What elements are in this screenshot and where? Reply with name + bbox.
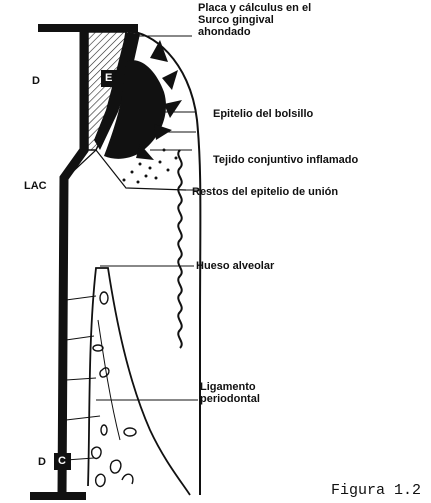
label-d-lower: D bbox=[38, 456, 46, 468]
label-hueso-alveolar: Hueso alveolar bbox=[196, 260, 274, 272]
alveolar-inner bbox=[98, 320, 120, 440]
placa-line-2: Surco gingival bbox=[198, 14, 403, 26]
junctional-epithelium-line bbox=[178, 150, 181, 348]
label-e-box: E bbox=[105, 72, 112, 84]
periodontal-ligament-fibers bbox=[66, 296, 100, 460]
figure-caption: Figura 1.2 bbox=[331, 482, 421, 499]
bottom-bar bbox=[30, 492, 86, 500]
tooth-root-line bbox=[62, 30, 84, 495]
label-lac: LAC bbox=[24, 180, 47, 192]
label-placa-calculus: Placa y cálculus en el Surco gingival ah… bbox=[198, 2, 403, 38]
label-restos-epitelio: Restos del epitelio de unión bbox=[192, 186, 338, 198]
label-ligamento-periodontal: Ligamento periodontal bbox=[200, 381, 310, 405]
ligamento-line-2: periodontal bbox=[200, 393, 310, 405]
placa-line-3: ahondado bbox=[198, 26, 403, 38]
alveolar-bone bbox=[88, 268, 190, 495]
label-epitelio-bolsillo: Epitelio del bolsillo bbox=[213, 108, 313, 120]
ligamento-line-1: Ligamento bbox=[200, 381, 310, 393]
placa-line-1: Placa y cálculus en el bbox=[198, 2, 403, 14]
label-c-box: C bbox=[58, 455, 66, 467]
label-tejido-conjuntivo: Tejido conjuntivo inflamado bbox=[213, 154, 358, 166]
label-d-upper: D bbox=[32, 75, 40, 87]
